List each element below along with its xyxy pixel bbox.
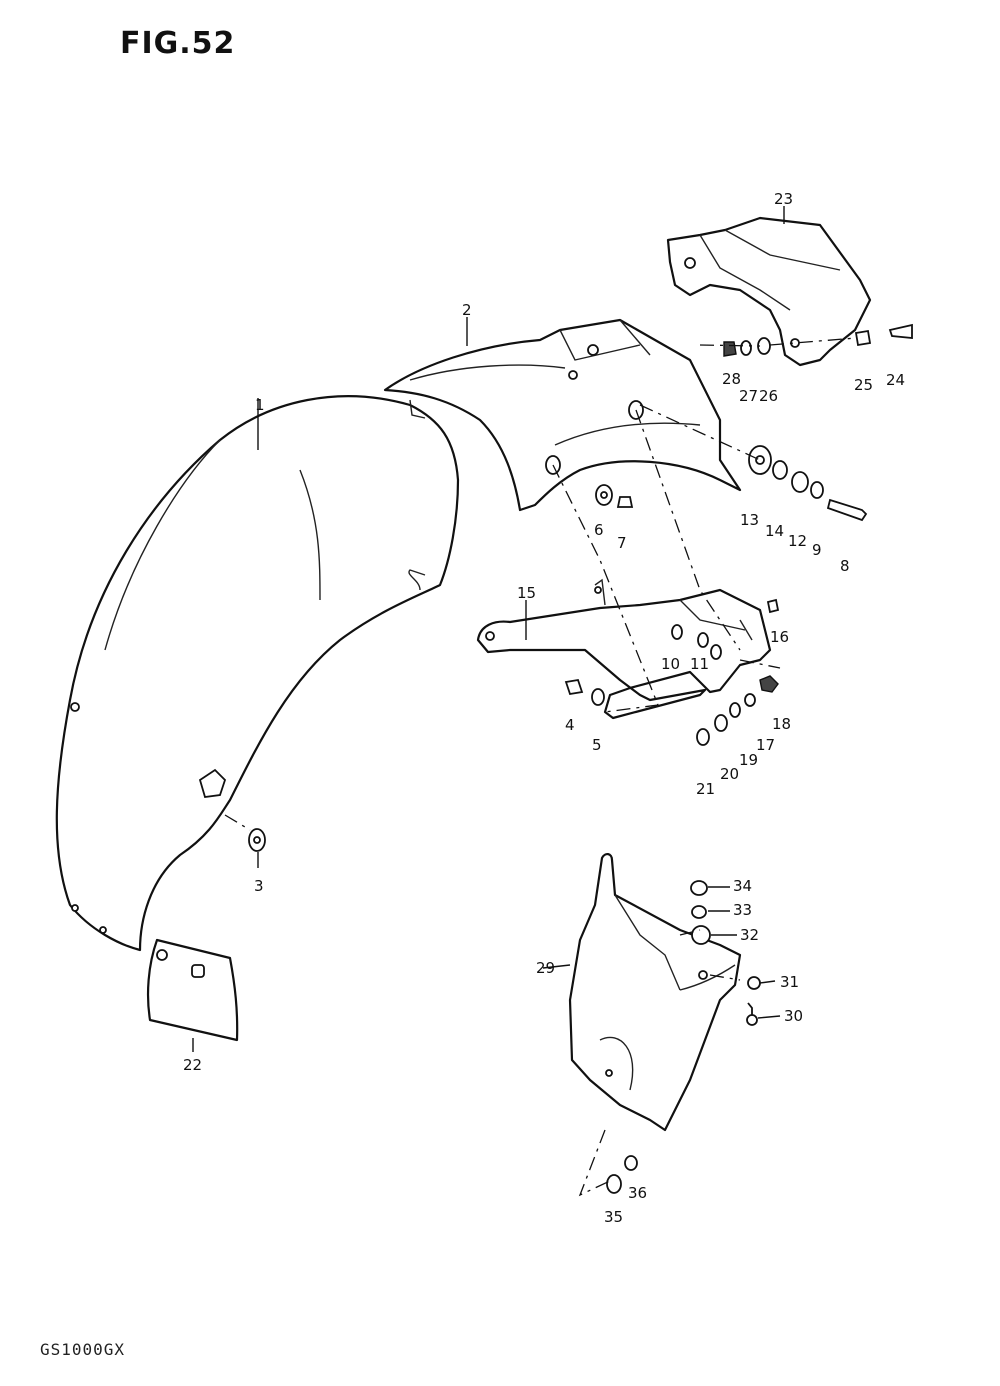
callout-13: 13 — [740, 511, 759, 529]
callout-28: 28 — [722, 370, 741, 388]
callout-16: 16 — [770, 628, 789, 646]
callout-leaders — [192, 206, 785, 1052]
fender-bracket-part — [476, 578, 772, 720]
callout-33: 33 — [733, 901, 752, 919]
callout-32: 32 — [740, 926, 759, 944]
lower-cover-part — [568, 853, 742, 1132]
callout-29: 29 — [536, 959, 555, 977]
callout-25: 25 — [854, 376, 873, 394]
callout-2: 2 — [462, 301, 472, 319]
figure-title: FIG.52 — [120, 26, 236, 61]
cover-screw-set — [723, 323, 913, 357]
callout-30: 30 — [784, 1007, 803, 1025]
fender-bolt-set — [748, 445, 868, 522]
callout-36: 36 — [628, 1184, 647, 1202]
cover-fastener-set — [606, 880, 761, 1194]
callout-3: 3 — [254, 877, 264, 895]
callout-21: 21 — [696, 780, 715, 798]
callout-8: 8 — [840, 557, 850, 575]
callout-6: 6 — [594, 521, 604, 539]
callout-18: 18 — [772, 715, 791, 733]
grommet-collar-set — [595, 484, 634, 508]
bracket-hardware-set — [564, 598, 780, 746]
callout-35: 35 — [604, 1208, 623, 1226]
callout-22: 22 — [183, 1056, 202, 1074]
callout-7: 7 — [617, 534, 627, 552]
callout-20: 20 — [720, 765, 739, 783]
rear-fender-part — [55, 395, 460, 952]
callout-26: 26 — [759, 387, 778, 405]
fender-grommet-part — [198, 768, 266, 852]
callout-10: 10 — [661, 655, 680, 673]
model-code-label: GS1000GX — [40, 1340, 126, 1359]
callout-4: 4 — [565, 716, 575, 734]
callout-labels: 1 2 3 4 5 6 7 8 9 10 11 12 13 14 15 16 1… — [183, 190, 905, 1226]
callout-12: 12 — [788, 532, 807, 550]
callout-31: 31 — [780, 973, 799, 991]
callout-27: 27 — [739, 387, 758, 405]
callout-34: 34 — [733, 877, 752, 895]
assembly-guide-lines — [224, 337, 857, 1197]
callout-17: 17 — [756, 736, 775, 754]
callout-1: 1 — [255, 396, 265, 414]
callout-14: 14 — [765, 522, 784, 540]
upper-fender-part — [383, 318, 742, 512]
mud-flap-part — [146, 938, 239, 1042]
callout-23: 23 — [774, 190, 793, 208]
callout-9: 9 — [812, 541, 822, 559]
callout-19: 19 — [739, 751, 758, 769]
callout-24: 24 — [886, 371, 905, 389]
callout-15: 15 — [517, 584, 536, 602]
callout-5: 5 — [592, 736, 602, 754]
callout-11: 11 — [690, 655, 709, 673]
